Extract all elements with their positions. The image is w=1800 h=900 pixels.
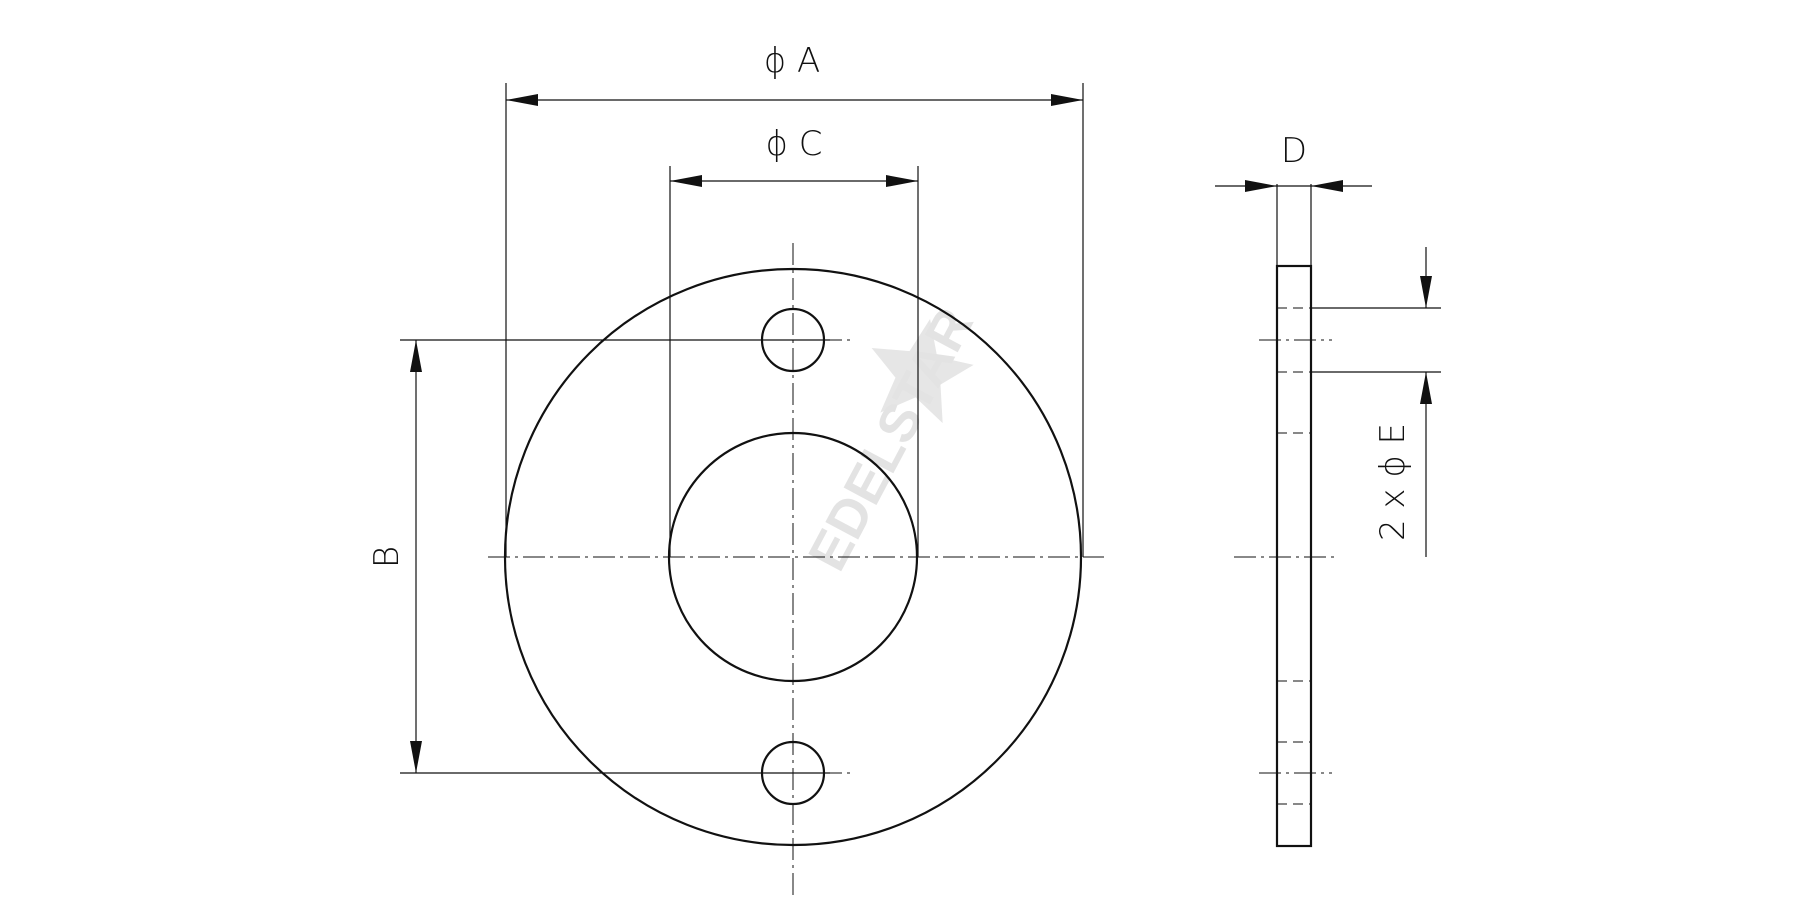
dim-d-label: D — [1281, 131, 1307, 171]
arrow-icon — [1420, 372, 1432, 404]
side-view — [1234, 264, 1337, 848]
arrow-icon — [410, 741, 422, 773]
arrow-icon — [1311, 180, 1343, 192]
watermark-star-icon — [871, 318, 974, 424]
dim-e-label: 2 x ϕ E — [1373, 423, 1413, 541]
arrow-icon — [886, 175, 918, 187]
dimension-e: 2 x ϕ E — [1311, 247, 1441, 557]
dimension-b: B — [367, 339, 830, 774]
dim-c-label: ϕ C — [766, 124, 823, 164]
front-view — [488, 243, 1104, 895]
side-profile — [1275, 264, 1313, 848]
dim-a-label: ϕ A — [764, 41, 821, 81]
arrow-icon — [1051, 94, 1083, 106]
arrow-icon — [670, 175, 702, 187]
watermark-text: EDELSTAR — [797, 298, 985, 580]
arrow-icon — [1245, 180, 1277, 192]
arrow-icon — [1420, 276, 1432, 308]
dimension-d: D — [1215, 131, 1372, 266]
dimension-c: ϕ C — [669, 124, 919, 557]
arrow-icon — [410, 340, 422, 372]
dim-b-label: B — [367, 546, 407, 568]
arrow-icon — [506, 94, 538, 106]
dimension-a: ϕ A — [505, 41, 1084, 557]
